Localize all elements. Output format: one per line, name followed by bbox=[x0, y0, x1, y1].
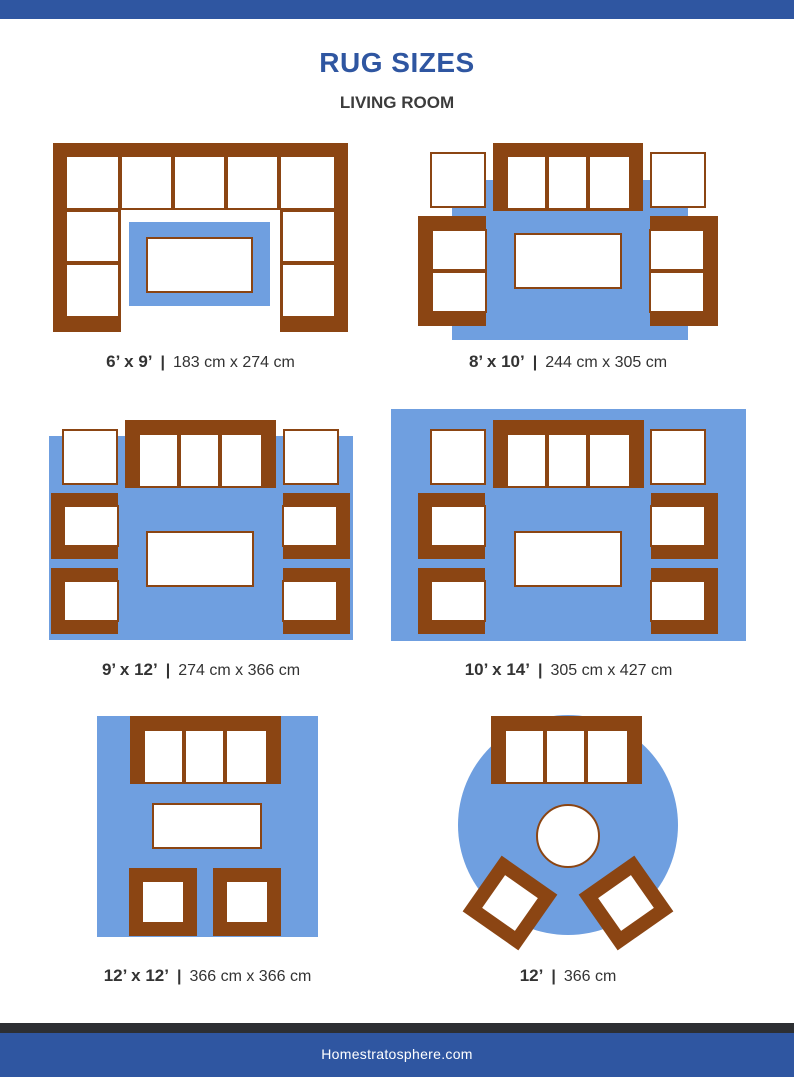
size-imperial: 9’ x 12’ bbox=[101, 660, 158, 679]
caption-10x14: 10’ x 14’ | 305 cm x 427 cm bbox=[391, 660, 746, 680]
separator: | bbox=[176, 968, 182, 985]
caption-8x10: 8’ x 10’ | 244 cm x 305 cm bbox=[418, 352, 718, 372]
layout-6x9-diagram bbox=[53, 143, 348, 332]
armchair bbox=[578, 855, 674, 951]
caption-6x9: 6’ x 9’ | 183 cm x 274 cm bbox=[53, 352, 348, 372]
footer-bar bbox=[0, 1033, 794, 1077]
end-table bbox=[430, 429, 486, 485]
footer-divider bbox=[0, 1023, 794, 1033]
size-metric: 305 cm x 427 cm bbox=[550, 662, 673, 679]
layout-8x10-diagram bbox=[418, 143, 718, 340]
size-imperial: 12’ bbox=[519, 966, 544, 985]
page-title: RUG SIZES bbox=[319, 47, 475, 78]
size-imperial: 8’ x 10’ bbox=[468, 352, 525, 371]
end-table bbox=[650, 152, 706, 208]
end-table bbox=[283, 429, 339, 485]
end-table bbox=[62, 429, 118, 485]
separator: | bbox=[165, 662, 171, 679]
caption-9x12: 9’ x 12’ | 274 cm x 366 cm bbox=[49, 660, 353, 680]
armchair bbox=[462, 855, 558, 951]
separator: | bbox=[537, 662, 543, 679]
size-metric: 274 cm x 366 cm bbox=[178, 662, 301, 679]
caption-12-round: 12’ | 366 cm bbox=[418, 966, 718, 986]
end-table bbox=[430, 152, 486, 208]
size-metric: 244 cm x 305 cm bbox=[545, 354, 668, 371]
size-imperial: 10’ x 14’ bbox=[464, 660, 530, 679]
layout-10x14-diagram bbox=[391, 409, 746, 641]
caption-12x12: 12’ x 12’ | 366 cm x 366 cm bbox=[60, 966, 355, 986]
size-metric: 366 cm bbox=[563, 968, 617, 985]
round-coffee-table bbox=[536, 804, 600, 868]
size-metric: 183 cm x 274 cm bbox=[172, 354, 295, 371]
coffee-table bbox=[514, 233, 622, 289]
size-imperial: 12’ x 12’ bbox=[103, 966, 169, 985]
coffee-table bbox=[152, 803, 262, 849]
coffee-table bbox=[146, 237, 253, 293]
size-metric: 366 cm x 366 cm bbox=[189, 968, 312, 985]
end-table bbox=[650, 429, 706, 485]
separator: | bbox=[551, 968, 556, 985]
layout-12x12-diagram bbox=[97, 716, 318, 937]
coffee-table bbox=[514, 531, 622, 587]
footer-site-link[interactable]: Homestratosphere.com bbox=[321, 1046, 473, 1062]
top-accent-bar bbox=[0, 0, 794, 19]
size-imperial: 6’ x 9’ bbox=[106, 352, 153, 371]
layout-9x12-diagram bbox=[49, 420, 353, 640]
separator: | bbox=[532, 354, 538, 371]
separator: | bbox=[160, 354, 165, 371]
layout-12-round-diagram bbox=[458, 715, 678, 951]
page-subtitle: LIVING ROOM bbox=[339, 93, 455, 112]
coffee-table bbox=[146, 531, 254, 587]
